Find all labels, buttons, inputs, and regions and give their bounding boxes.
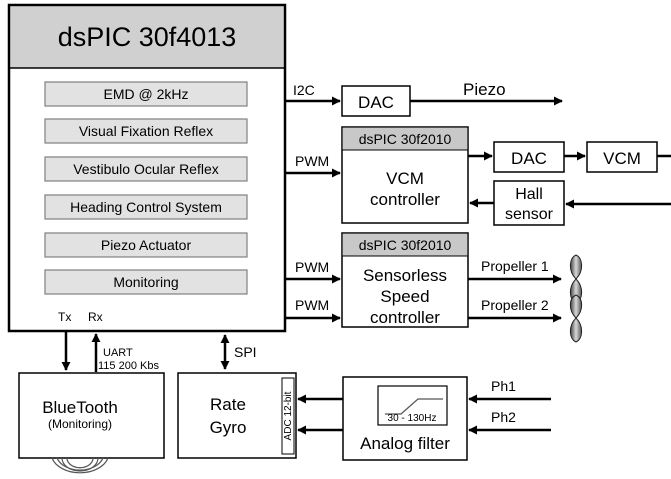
bluetooth-subtitle: (Monitoring): [48, 417, 112, 431]
speed-controller-line1: Sensorless: [363, 266, 447, 285]
vcm-controller-block: dsPIC 30f2010 VCM controller: [341, 126, 469, 224]
mcu-module: Heading Control System: [44, 194, 248, 220]
filter-band-label: 30 - 130Hz: [388, 413, 437, 424]
mcu-title: dsPIC 30f4013: [58, 22, 237, 52]
mcu-module: Visual Fixation Reflex: [44, 118, 248, 144]
dac-top-label: DAC: [358, 93, 394, 112]
i2c-label: I2C: [293, 82, 315, 98]
speed-pwm2-label: PWM: [295, 297, 329, 313]
ph1-label: Ph1: [491, 378, 516, 394]
hall-line2: sensor: [505, 206, 554, 223]
filter-label: Analog filter: [360, 434, 450, 453]
module-label: Heading Control System: [70, 199, 222, 215]
wireless-signal-icon: [51, 457, 109, 474]
vcm-controller-line2: controller: [370, 190, 440, 209]
mcu-module: Vestibulo Ocular Reflex: [44, 156, 248, 182]
mcu-block: dsPIC 30f4013 EMD @ 2kHz Visual Fixation…: [7, 3, 287, 333]
i2c-link: I2C: [285, 82, 341, 106]
uart-link: Tx Rx UART 115 200 Kbs: [58, 310, 159, 372]
bluetooth-title: BlueTooth: [42, 398, 118, 417]
dac-top-block: DAC: [341, 85, 411, 117]
analog-filter-block: 30 - 130Hz Analog filter: [342, 376, 468, 461]
piezo-label: Piezo: [463, 80, 506, 99]
propeller-icon: [569, 294, 583, 343]
uart-tx-label: Tx: [58, 310, 71, 324]
module-label: Monitoring: [113, 274, 178, 290]
bluetooth-block: BlueTooth (Monitoring): [18, 372, 165, 459]
filter-to-gyro-links: [297, 394, 343, 435]
dac-vcm-label: DAC: [511, 149, 547, 168]
vcm-pwm-label: PWM: [295, 153, 329, 169]
uart-label: UART: [103, 347, 133, 359]
gyro-line2: Gyro: [210, 418, 247, 437]
gyro-adc-label: ADC 12-bit: [283, 391, 294, 440]
gyro-line1: Rate: [210, 395, 246, 414]
propeller1-label: Propeller 1: [481, 258, 549, 274]
spi-link: SPI: [220, 334, 257, 370]
hall-line1: Hall: [515, 186, 543, 203]
hall-sensor-block: Hall sensor: [493, 180, 565, 226]
mcu-module: Piezo Actuator: [44, 232, 248, 258]
propeller2-link: Propeller 2: [468, 297, 562, 323]
speed-controller-header: dsPIC 30f2010: [359, 237, 452, 253]
propeller1-link: Propeller 1: [468, 258, 562, 284]
rate-gyro-block: Rate Gyro ADC 12-bit: [177, 372, 297, 459]
vcm-controller-line1: VCM: [386, 169, 424, 188]
ph2-input: Ph2: [468, 409, 551, 435]
uart-rx-label: Rx: [88, 310, 103, 324]
uart-speed: 115 200 Kbs: [98, 360, 159, 372]
spi-label: SPI: [234, 344, 257, 360]
speed-controller-line2: Speed: [380, 287, 429, 306]
ph2-label: Ph2: [491, 409, 516, 425]
module-label: Piezo Actuator: [101, 237, 192, 253]
mcu-module: Monitoring: [44, 269, 248, 295]
dac-vcm-block: DAC: [493, 141, 565, 173]
vcm-controller-header: dsPIC 30f2010: [359, 131, 452, 147]
filter-response-curve: [385, 398, 443, 415]
vcm-block: VCM: [586, 141, 658, 173]
speed-controller-line3: controller: [370, 308, 440, 327]
speed-controller-block: dsPIC 30f2010 Sensorless Speed controlle…: [341, 232, 469, 328]
module-label: EMD @ 2kHz: [104, 86, 189, 102]
mcu-module: EMD @ 2kHz: [44, 81, 248, 107]
vcm-label: VCM: [603, 149, 641, 168]
speed-pwm2-link: PWM: [285, 297, 341, 323]
vcm-pwm-link: PWM: [285, 153, 341, 178]
speed-pwm1-link: PWM: [285, 259, 341, 284]
propeller2-label: Propeller 2: [481, 297, 549, 313]
module-label: Visual Fixation Reflex: [79, 123, 213, 139]
piezo-link: Piezo: [410, 80, 563, 106]
ph1-input: Ph1: [468, 378, 551, 404]
module-label: Vestibulo Ocular Reflex: [73, 161, 219, 177]
speed-pwm1-label: PWM: [295, 259, 329, 275]
